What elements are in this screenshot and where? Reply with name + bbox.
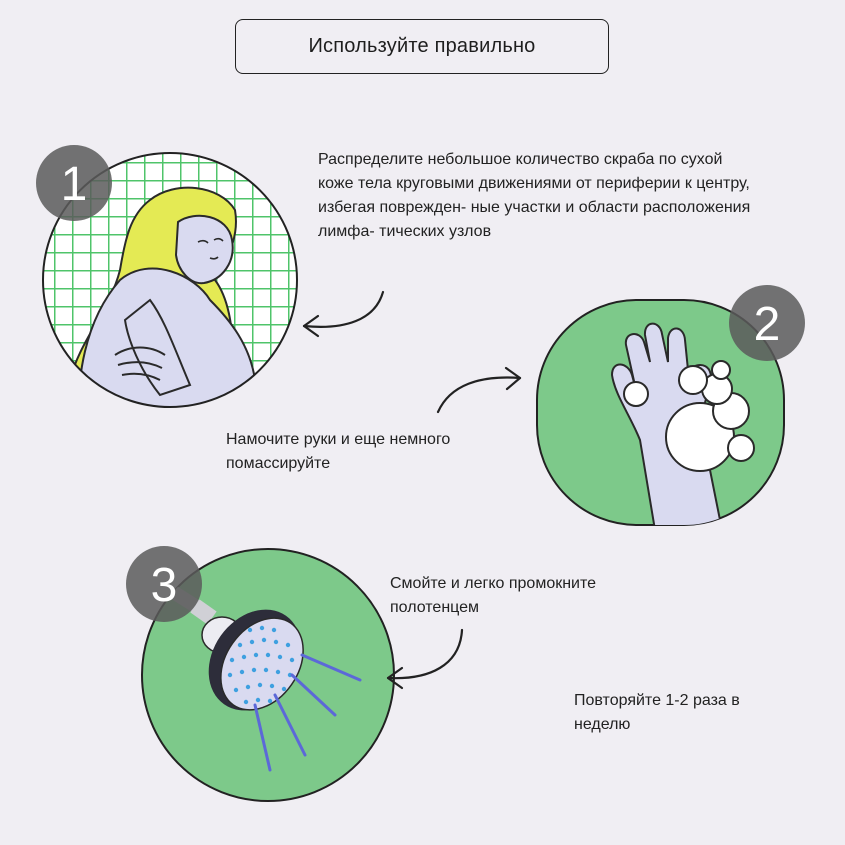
repeat-note: Повторяйте 1-2 раза в неделю: [574, 692, 740, 733]
step-3-number: 3: [151, 559, 178, 612]
arrow-icon: [302, 290, 385, 338]
soapy-hand-illustration: [536, 299, 785, 526]
step-1-text: Распределите небольшое количество скраба…: [318, 151, 751, 240]
step-1-badge: 1: [36, 145, 112, 221]
arrow-icon: [436, 366, 522, 414]
step-2-number: 2: [754, 298, 781, 351]
title-box: Используйте правильно: [235, 19, 609, 74]
step-1-number: 1: [61, 158, 88, 211]
step-2-badge: 2: [729, 285, 805, 361]
page-title: Используйте правильно: [308, 35, 536, 57]
woman-illustration: [42, 152, 298, 408]
arrow-icon: [386, 628, 464, 690]
step-3-text: Смойте и легко промокните полотенцем: [390, 575, 597, 616]
step-3-badge: 3: [126, 546, 202, 622]
step-2-text: Намочите руки и еще немного помассируйте: [226, 431, 451, 472]
